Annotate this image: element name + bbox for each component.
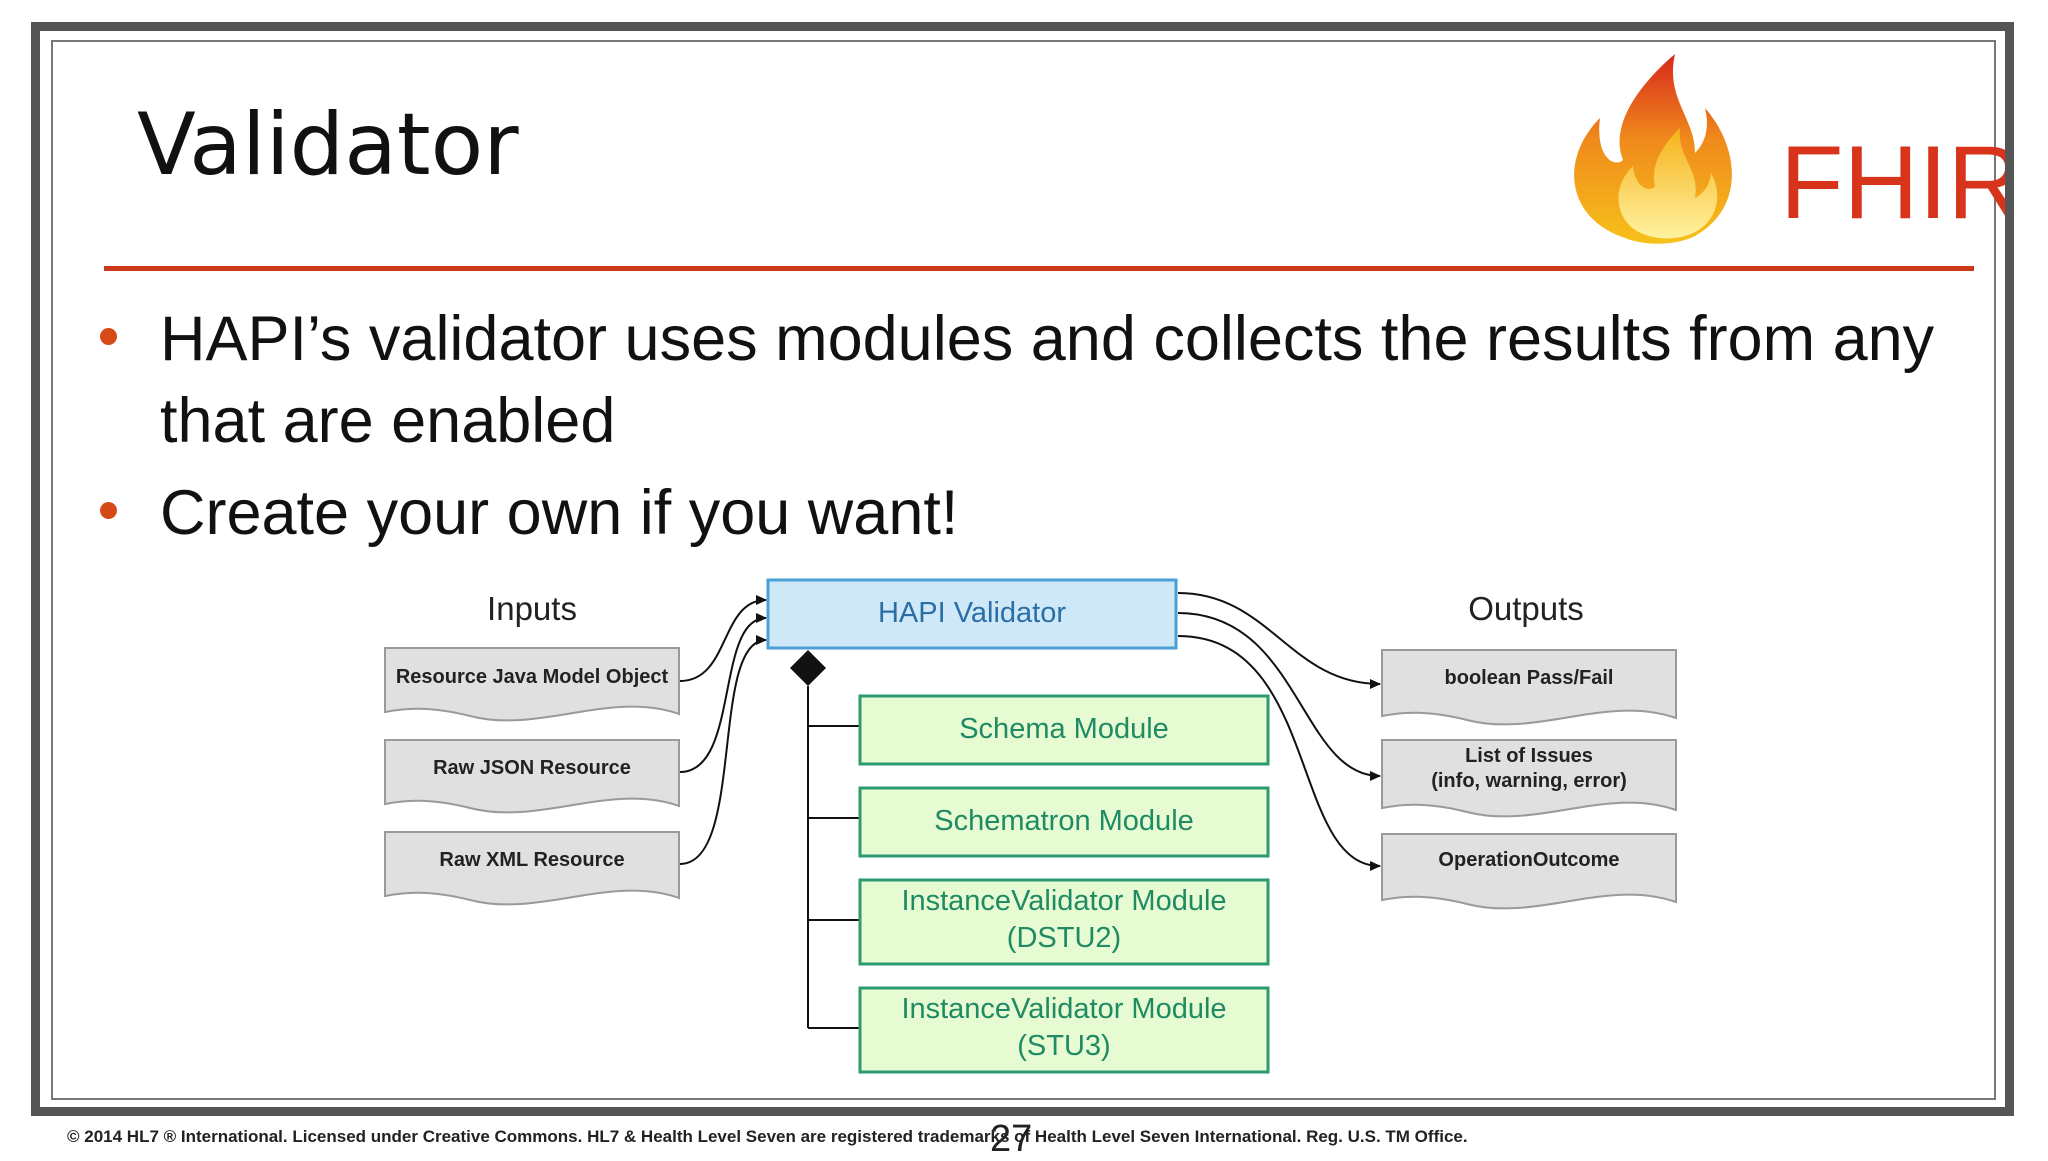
bullet-dot-icon (100, 502, 117, 519)
input-label-raw-json: Raw JSON Resource (433, 757, 631, 779)
connector-output-3 (1177, 635, 1381, 871)
output-document: boolean Pass/Fail (1381, 649, 1677, 726)
output-label-operation-outcome: OperationOutcome (1438, 849, 1619, 871)
composition-diamond-icon (790, 650, 826, 686)
connector-input-1 (679, 595, 767, 682)
fhir-logo: FHIR (1574, 54, 2005, 244)
slide-inner-frame (51, 40, 1996, 1100)
slide-outer-frame (31, 22, 2014, 1116)
module-box-instance-dstu2: InstanceValidator Module (DSTU2) (858, 878, 1270, 966)
output-sublabel-issues: (info, warning, error) (1431, 770, 1627, 792)
bullet-text-2: Create your own if you want! (160, 478, 959, 548)
output-label-pass-fail: boolean Pass/Fail (1445, 667, 1614, 689)
input-label-raw-xml: Raw XML Resource (439, 849, 624, 871)
title-divider (104, 266, 1974, 271)
slide-title: Validator (137, 95, 519, 195)
bullet-dot-icon (100, 328, 117, 345)
output-document: OperationOutcome (1381, 833, 1677, 910)
module-bracket (807, 686, 860, 1029)
input-document: Resource Java Model Object (384, 647, 680, 722)
footer-copyright: © 2014 HL7 ® International. Licensed und… (67, 1127, 1468, 1146)
input-document: Raw XML Resource (384, 831, 680, 906)
module-label: InstanceValidator Module (901, 993, 1226, 1025)
module-sublabel: (STU3) (1017, 1030, 1110, 1062)
module-label: InstanceValidator Module (901, 885, 1226, 917)
connector-input-2 (679, 613, 767, 773)
module-label: Schematron Module (934, 805, 1194, 837)
fhir-logo-text: FHIR (1780, 125, 2005, 241)
connector-output-1 (1177, 592, 1381, 689)
flame-icon (1574, 54, 1732, 244)
output-document: List of Issues (info, warning, error) (1381, 739, 1677, 818)
input-document: Raw JSON Resource (384, 739, 680, 814)
module-box-instance-stu3: InstanceValidator Module (STU3) (858, 986, 1270, 1074)
module-box-schematron: Schematron Module (858, 786, 1270, 858)
connector-input-3 (679, 635, 767, 865)
inputs-label: Inputs (487, 590, 577, 627)
input-label-java-model: Resource Java Model Object (396, 666, 669, 688)
module-box-schema: Schema Module (858, 694, 1270, 766)
module-sublabel: (DSTU2) (1007, 922, 1121, 954)
connector-output-2 (1177, 612, 1381, 781)
bullet-text-1: HAPI’s validator uses modules and collec… (160, 304, 1935, 456)
output-label-issues: List of Issues (1465, 745, 1593, 767)
hapi-validator-box: HAPI Validator (766, 578, 1178, 650)
outputs-label: Outputs (1468, 590, 1584, 627)
module-label: Schema Module (959, 713, 1169, 745)
page-number: 27 (990, 1118, 1033, 1160)
hapi-validator-label: HAPI Validator (878, 597, 1066, 629)
